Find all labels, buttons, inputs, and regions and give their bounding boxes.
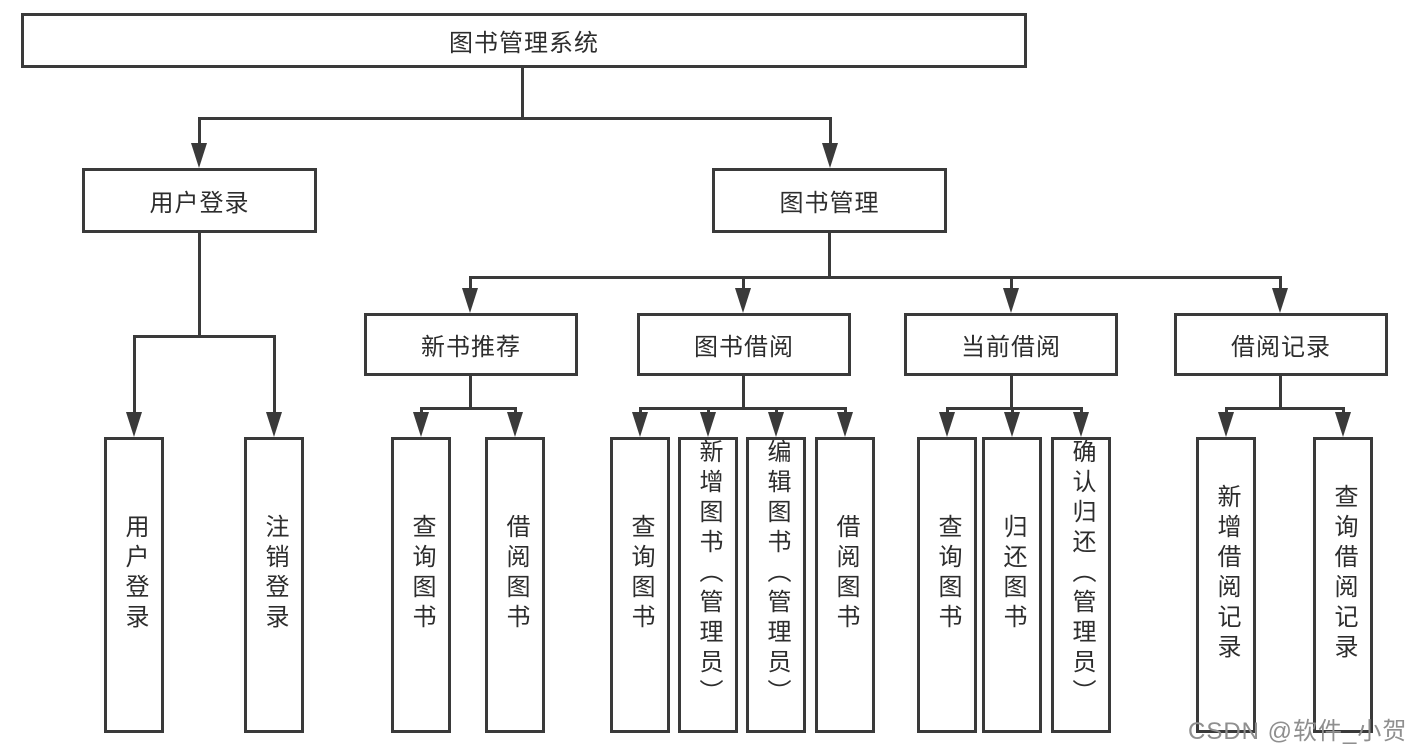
- node-book-borrow: 图书借阅: [637, 313, 851, 376]
- leaf-logout: 注销登录: [244, 437, 304, 733]
- leaf-label: 查询图书: [627, 514, 654, 634]
- arrow-down-icon: [126, 412, 142, 437]
- connector-borrow-records-drop: [1279, 376, 1282, 408]
- connector-stem: [273, 335, 276, 415]
- leaf-label: 编辑图书（管理员）: [763, 439, 790, 709]
- connector-book-borrow-drop: [742, 376, 745, 408]
- leaf-label: 新增图书（管理员）: [695, 439, 722, 709]
- connector-current-borrow-rail: [946, 407, 1082, 410]
- node-user-login: 用户登录: [82, 168, 317, 233]
- node-root: 图书管理系统: [21, 13, 1027, 68]
- connector-user-login-rail: [133, 335, 275, 338]
- leaf-query-borrow-record: 查询借阅记录: [1313, 437, 1373, 733]
- arrow-down-icon: [413, 412, 429, 437]
- node-book-mgmt: 图书管理: [712, 168, 947, 233]
- leaf-borrow-books-2: 借阅图书: [815, 437, 875, 733]
- connector-new-book-rail: [420, 407, 516, 410]
- connector-stem: [1225, 407, 1228, 415]
- arrow-down-icon: [507, 412, 523, 437]
- connector-stem: [1010, 276, 1013, 291]
- connector-stem: [1011, 407, 1014, 415]
- leaf-confirm-return-admin: 确认归还（管理员）: [1051, 437, 1111, 733]
- connector-stem: [198, 117, 201, 145]
- connector-stem: [844, 407, 847, 415]
- node-book-mgmt-label: 图书管理: [779, 190, 880, 217]
- connector-stem: [775, 407, 778, 415]
- arrow-down-icon: [837, 412, 853, 437]
- arrow-down-icon: [822, 143, 838, 168]
- connector-new-book-drop: [469, 376, 472, 408]
- node-current-borrow-label: 当前借阅: [961, 334, 1061, 361]
- leaf-label: 查询图书: [408, 514, 435, 634]
- node-user-login-label: 用户登录: [149, 190, 250, 217]
- leaf-label: 借阅图书: [502, 514, 529, 634]
- leaf-query-books-1: 查询图书: [391, 437, 451, 733]
- arrow-down-icon: [1073, 412, 1089, 437]
- arrow-down-icon: [1003, 288, 1019, 313]
- arrow-down-icon: [735, 288, 751, 313]
- connector-borrow-records-rail: [1225, 407, 1344, 410]
- arrow-down-icon: [462, 288, 478, 313]
- leaf-borrow-books-1: 借阅图书: [485, 437, 545, 733]
- connector-stem: [514, 407, 517, 415]
- connector-root-drop: [521, 68, 524, 118]
- node-book-borrow-label: 图书借阅: [694, 334, 794, 361]
- connector-book-mgmt-drop: [828, 233, 831, 277]
- leaf-label: 用户登录: [121, 514, 148, 634]
- leaf-label: 查询图书: [934, 514, 961, 634]
- arrow-down-icon: [1218, 412, 1234, 437]
- connector-stem: [742, 276, 745, 291]
- leaf-query-books-2: 查询图书: [610, 437, 670, 733]
- node-borrow-records-label: 借阅记录: [1231, 334, 1331, 361]
- leaf-user-login: 用户登录: [104, 437, 164, 733]
- connector-book-borrow-rail: [639, 407, 846, 410]
- node-root-label: 图书管理系统: [449, 30, 599, 57]
- connector-current-borrow-drop: [1010, 376, 1013, 408]
- leaf-query-books-3: 查询图书: [917, 437, 977, 733]
- connector-stem: [1080, 407, 1083, 415]
- arrow-down-icon: [632, 412, 648, 437]
- leaf-label: 确认归还（管理员）: [1068, 439, 1095, 709]
- connector-level3-rail: [469, 276, 1281, 279]
- connector-stem: [469, 276, 472, 291]
- connector-stem: [133, 335, 136, 415]
- leaf-return-book: 归还图书: [982, 437, 1042, 733]
- arrow-down-icon: [768, 412, 784, 437]
- leaf-add-borrow-record: 新增借阅记录: [1196, 437, 1256, 733]
- connector-stem: [1342, 407, 1345, 415]
- arrow-down-icon: [191, 143, 207, 168]
- node-borrow-records: 借阅记录: [1174, 313, 1388, 376]
- leaf-label: 查询借阅记录: [1330, 484, 1357, 664]
- leaf-label: 新增借阅记录: [1213, 484, 1240, 664]
- leaf-label: 注销登录: [261, 514, 288, 634]
- arrow-down-icon: [939, 412, 955, 437]
- arrow-down-icon: [1004, 412, 1020, 437]
- connector-stem: [420, 407, 423, 415]
- connector-stem: [946, 407, 949, 415]
- arrow-down-icon: [1272, 288, 1288, 313]
- leaf-edit-book-admin: 编辑图书（管理员）: [746, 437, 806, 733]
- connector-user-login-drop: [198, 233, 201, 336]
- leaf-label: 借阅图书: [832, 514, 859, 634]
- arrow-down-icon: [700, 412, 716, 437]
- leaf-add-book-admin: 新增图书（管理员）: [678, 437, 738, 733]
- leaf-label: 归还图书: [999, 514, 1026, 634]
- connector-stem: [1279, 276, 1282, 291]
- csdn-watermark: CSDN @软件_小贺同学: [1188, 718, 1405, 745]
- arrow-down-icon: [1335, 412, 1351, 437]
- node-new-book-label: 新书推荐: [421, 334, 521, 361]
- connector-level2-rail: [198, 117, 831, 120]
- node-current-borrow: 当前借阅: [904, 313, 1118, 376]
- arrow-down-icon: [266, 412, 282, 437]
- node-new-book-recommend: 新书推荐: [364, 313, 578, 376]
- connector-stem: [707, 407, 710, 415]
- connector-stem: [829, 117, 832, 145]
- connector-stem: [639, 407, 642, 415]
